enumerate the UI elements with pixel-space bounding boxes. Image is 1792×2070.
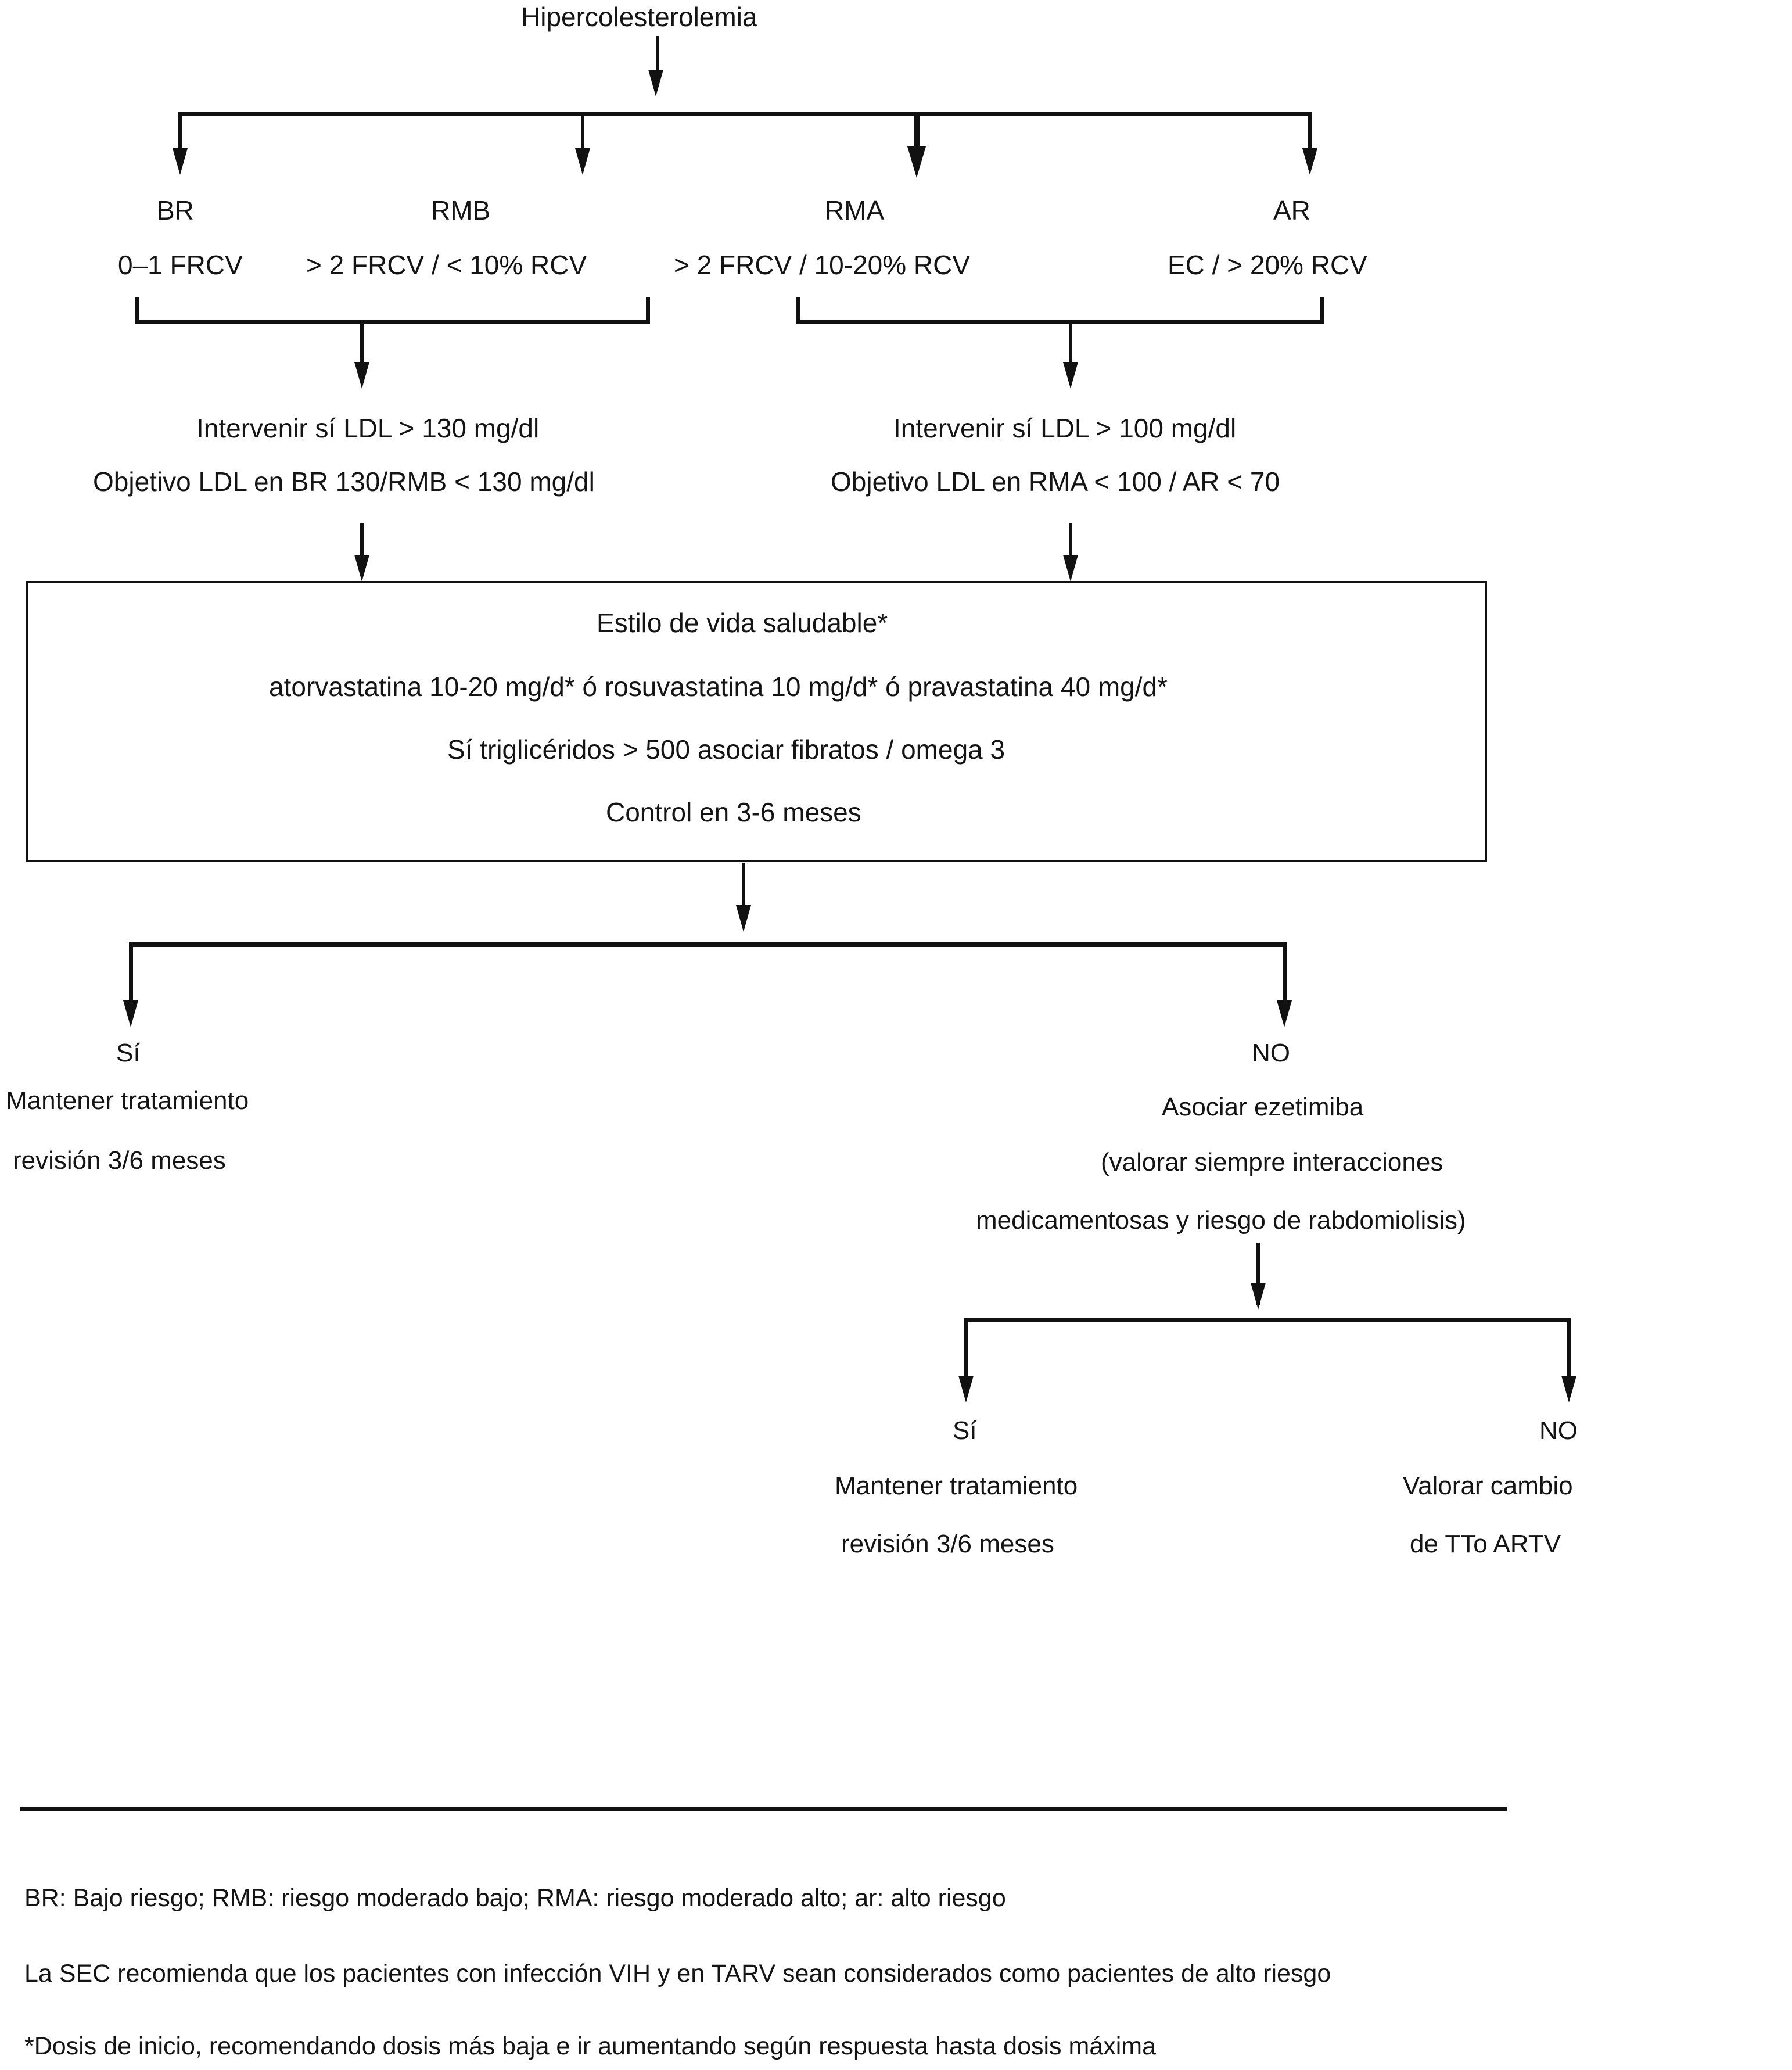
decision-2-inlet-arrowhead	[1251, 1283, 1266, 1310]
branch-line-ar	[1308, 112, 1312, 155]
decision-2-inlet-line	[1256, 1243, 1260, 1305]
intervention-right-line-2: Objetivo LDL en RMA < 100 / AR < 70	[831, 467, 1280, 497]
decision-2-split-bar	[964, 1318, 1571, 1322]
merge-left-riser-br	[135, 297, 139, 323]
box-inlet-line-left	[360, 523, 364, 576]
branch-line-rma	[914, 112, 920, 157]
merge-right-bar	[796, 320, 1324, 324]
decision-1-yes-arrowhead	[123, 1000, 138, 1027]
branch-arrowhead-rma	[907, 146, 926, 178]
risk-criteria-rma: > 2 FRCV / 10-20% RCV	[674, 250, 971, 280]
risk-split-bar	[178, 112, 1312, 116]
branch-arrowhead-ar	[1302, 148, 1317, 175]
merge-right-stem	[1069, 320, 1072, 368]
merge-right-riser-ar	[1320, 297, 1324, 323]
merge-left-arrowhead	[354, 362, 369, 389]
decision-2-yes-label: Sí	[953, 1416, 977, 1445]
branch-line-br	[178, 112, 182, 155]
intervention-left-line-2: Objetivo LDL en BR 130/RMB < 130 mg/dl	[93, 467, 595, 497]
decision-2-no-line-2: de TTo ARTV	[1410, 1530, 1561, 1558]
intervention-left-line-1: Intervenir sí LDL > 130 mg/dl	[196, 413, 540, 443]
decision-2-no-line	[1567, 1318, 1571, 1383]
treatment-box-line-3: Sí triglicéridos > 500 asociar fibratos …	[447, 734, 1005, 765]
decision-2-yes-arrowhead	[958, 1376, 974, 1402]
branch-arrowhead-br	[173, 148, 188, 175]
footnote-divider	[20, 1807, 1507, 1811]
box-inlet-line-right	[1069, 523, 1072, 576]
merge-right-riser-rma	[796, 297, 800, 323]
box-inlet-arrowhead-left	[354, 555, 369, 582]
decision-2-no-line-1: Valorar cambio	[1403, 1472, 1573, 1500]
risk-category-code-ar: AR	[1273, 195, 1310, 225]
merge-left-riser-rmb	[646, 297, 650, 323]
decision-1-no-line	[1283, 942, 1287, 1007]
decision-2-yes-line-2: revisión 3/6 meses	[841, 1530, 1054, 1558]
decision-1-no-line-3: medicamentosas y riesgo de rabdomiolisis…	[976, 1206, 1466, 1235]
merge-left-stem	[360, 320, 364, 368]
decision-2-no-arrowhead	[1561, 1376, 1576, 1402]
decision-1-split-bar	[129, 942, 1287, 947]
box-outlet-line	[742, 863, 745, 928]
root-connector-line	[656, 36, 659, 78]
treatment-box-line-2: atorvastatina 10-20 mg/d* ó rosuvastatin…	[269, 672, 1168, 702]
decision-1-no-line-1: Asociar ezetimiba	[1162, 1093, 1364, 1121]
branch-arrowhead-rmb	[575, 148, 590, 175]
decision-1-no-label: NO	[1252, 1039, 1290, 1067]
root-node-label: Hipercolesterolemia	[521, 2, 757, 32]
decision-1-no-line-2: (valorar siempre interacciones	[1101, 1148, 1443, 1176]
branch-line-rmb	[581, 112, 584, 155]
decision-1-no-arrowhead	[1277, 1000, 1292, 1027]
footnote-abbreviations: BR: Bajo riesgo; RMB: riesgo moderado ba…	[24, 1884, 1006, 1912]
decision-1-yes-line-1: Mantener tratamiento	[6, 1086, 249, 1115]
decision-1-yes-label: Sí	[116, 1039, 141, 1067]
decision-2-yes-line-1: Mantener tratamiento	[835, 1472, 1078, 1500]
box-inlet-arrowhead-right	[1063, 555, 1078, 582]
decision-2-yes-line	[964, 1318, 968, 1383]
treatment-box-line-4: Control en 3-6 meses	[606, 797, 861, 827]
decision-1-yes-line-2: revisión 3/6 meses	[13, 1146, 226, 1175]
risk-criteria-ar: EC / > 20% RCV	[1168, 250, 1367, 280]
risk-criteria-br: 0–1 FRCV	[118, 250, 243, 280]
decision-1-yes-line	[129, 942, 133, 1007]
risk-criteria-rmb: > 2 FRCV / < 10% RCV	[306, 250, 587, 280]
root-arrowhead	[648, 70, 663, 96]
decision-2-no-label: NO	[1539, 1416, 1578, 1445]
risk-category-code-rmb: RMB	[431, 195, 491, 225]
treatment-box	[26, 581, 1487, 862]
treatment-box-line-1: Estilo de vida saludable*	[597, 608, 888, 638]
merge-right-arrowhead	[1063, 362, 1078, 389]
footnote-dosing: *Dosis de inicio, recomendando dosis más…	[24, 2032, 1157, 2060]
footnote-sec-recommendation: La SEC recomienda que los pacientes con …	[24, 1960, 1331, 1988]
risk-category-code-rma: RMA	[825, 195, 885, 225]
merge-left-bar	[135, 320, 650, 324]
risk-category-code-br: BR	[157, 195, 194, 225]
intervention-right-line-1: Intervenir sí LDL > 100 mg/dl	[893, 413, 1237, 443]
box-outlet-arrowhead	[736, 905, 751, 932]
